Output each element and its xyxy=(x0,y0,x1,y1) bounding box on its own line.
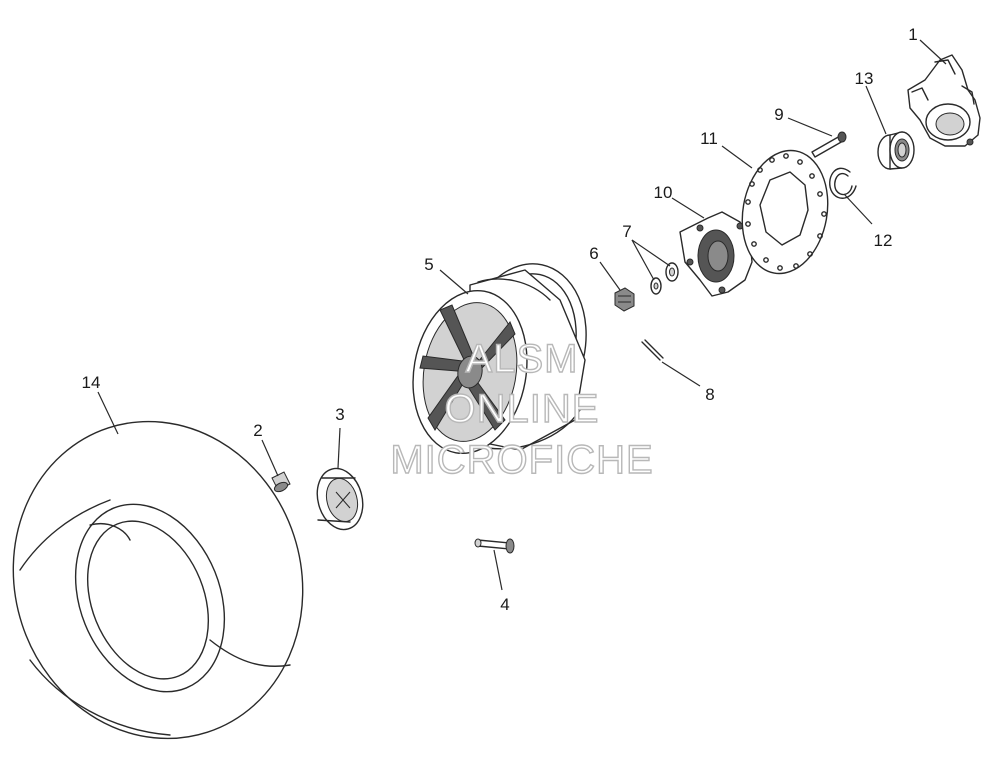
brake-disc-part[interactable] xyxy=(733,144,837,281)
snap-ring-part[interactable] xyxy=(829,167,857,199)
tire-part[interactable] xyxy=(0,384,343,777)
steering-knuckle-part[interactable] xyxy=(907,54,981,147)
leader-line-7b xyxy=(631,239,671,267)
leader-line-12 xyxy=(843,193,873,225)
leader-line-14 xyxy=(97,391,119,435)
cotter-pin-part[interactable] xyxy=(641,339,664,361)
callout-13: 13 xyxy=(855,69,874,88)
callout-6: 6 xyxy=(589,244,598,263)
bearing-part[interactable] xyxy=(877,131,915,170)
callout-3: 3 xyxy=(335,405,344,424)
callout-5: 5 xyxy=(424,255,433,274)
wheel-hub-part[interactable] xyxy=(679,211,753,297)
washer-part[interactable] xyxy=(650,262,679,295)
leader-line-8 xyxy=(661,361,701,387)
callout-12: 12 xyxy=(874,231,893,250)
callout-10: 10 xyxy=(654,183,673,202)
leader-line-10 xyxy=(671,197,705,219)
leader-line-11 xyxy=(721,145,753,169)
leader-line-7a xyxy=(631,239,655,281)
callout-1: 1 xyxy=(908,25,917,44)
leader-line-9 xyxy=(787,117,833,137)
callout-4: 4 xyxy=(500,595,509,614)
wheel-stud-part[interactable] xyxy=(811,131,847,158)
wheel-rim-part[interactable] xyxy=(401,252,601,462)
castle-nut-part[interactable] xyxy=(614,287,635,312)
callout-labels: 1 2 3 4 5 6 7 8 9 10 11 12 13 14 xyxy=(82,25,918,614)
callout-14: 14 xyxy=(82,373,101,392)
watermark: ALSM ONLINE MICROFICHE xyxy=(390,336,654,482)
watermark-line-2: ONLINE xyxy=(445,387,600,431)
leader-line-2 xyxy=(261,439,279,477)
leader-line-4 xyxy=(493,549,503,591)
watermark-line-1: ALSM xyxy=(466,337,579,381)
center-cap-part[interactable] xyxy=(311,463,370,534)
bolt-pin-part[interactable] xyxy=(474,538,515,554)
leader-line-6 xyxy=(599,261,621,291)
leader-line-3 xyxy=(337,427,341,469)
watermark-line-3: MICROFICHE xyxy=(390,438,653,482)
callout-7: 7 xyxy=(622,222,631,241)
callout-9: 9 xyxy=(774,105,783,124)
leader-line-5 xyxy=(439,269,469,295)
callout-11: 11 xyxy=(700,129,718,148)
callout-2: 2 xyxy=(253,421,262,440)
leader-lines xyxy=(97,39,947,591)
lug-nut-part[interactable] xyxy=(271,471,291,494)
leader-line-1 xyxy=(919,39,947,65)
callout-8: 8 xyxy=(705,385,714,404)
leader-line-13 xyxy=(865,85,887,135)
